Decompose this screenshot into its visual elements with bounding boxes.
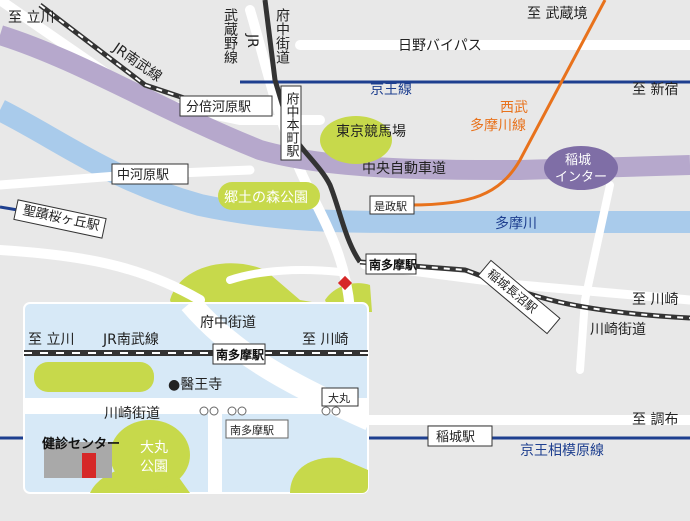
inset-kawasaki-kaido: 川崎街道 bbox=[104, 406, 160, 422]
label-jr-vertical: JR bbox=[244, 33, 260, 48]
svg-text:是政駅: 是政駅 bbox=[374, 199, 407, 213]
label-to-kawasaki-right: 至 川崎 bbox=[632, 292, 678, 308]
station-fuchu-hommachi: 府中本町駅 bbox=[280, 85, 302, 161]
inset-to-tachikawa: 至 立川 bbox=[28, 332, 74, 348]
inset-omaru-park-2: 公園 bbox=[140, 459, 168, 475]
inset-to-kawasaki: 至 川崎 bbox=[302, 332, 348, 348]
svg-text:郷土の森公園: 郷土の森公園 bbox=[224, 190, 308, 206]
inset-minamitama-small: 南多摩駅 bbox=[230, 423, 274, 437]
station-nakagawara: 中河原駅 bbox=[111, 163, 189, 185]
svg-text:インター: インター bbox=[555, 170, 607, 185]
inset-health-center: 健診センター bbox=[42, 436, 120, 452]
inset-omaru-park-1: 大丸 bbox=[140, 440, 168, 456]
svg-text:稲城駅: 稲城駅 bbox=[436, 430, 475, 445]
station-minamitama: 南多摩駅 bbox=[365, 253, 418, 275]
station-inagi: 稲城駅 bbox=[427, 425, 493, 447]
inset-omaru: 大丸 bbox=[328, 391, 350, 405]
svg-text:稲城: 稲城 bbox=[565, 153, 591, 168]
svg-text:南多摩駅: 南多摩駅 bbox=[369, 257, 418, 272]
svg-text:中河原駅: 中河原駅 bbox=[117, 168, 169, 183]
inset-minamitama-station: 南多摩駅 bbox=[216, 347, 265, 362]
svg-text:東京競馬場: 東京競馬場 bbox=[336, 124, 406, 140]
inset-map: 府中街道 至 立川 JR南武線 至 川崎 南多摩駅 ●醫王寺 大丸 川崎街道 南… bbox=[23, 302, 369, 494]
label-hino-bypass: 日野バイパス bbox=[398, 38, 482, 54]
tamagawa-river bbox=[0, 100, 690, 233]
tokyo-racecourse: 東京競馬場 bbox=[320, 116, 406, 164]
label-kawasaki-kaido-right: 川崎街道 bbox=[590, 322, 646, 338]
label-to-chofu: 至 調布 bbox=[632, 412, 678, 428]
label-to-shinjuku: 至 新宿 bbox=[632, 81, 678, 98]
label-seibu-1: 西武 bbox=[500, 100, 528, 116]
label-fuchu-kaido-top: 府中街道 bbox=[274, 8, 290, 65]
label-to-tachikawa-top: 至 立川 bbox=[8, 10, 54, 26]
svg-text:府中本町駅: 府中本町駅 bbox=[284, 92, 300, 158]
label-tamagawa-river: 多摩川 bbox=[495, 215, 537, 232]
svg-text:分倍河原駅: 分倍河原駅 bbox=[186, 100, 251, 115]
seibu-tamagawa-line-track bbox=[409, 0, 607, 207]
inagi-interchange: 稲城 インター bbox=[544, 146, 618, 190]
station-koremasa: 是政駅 bbox=[369, 195, 415, 215]
location-marker-icon bbox=[337, 275, 353, 291]
health-center-marker-icon bbox=[82, 453, 96, 478]
label-seibu-2: 多摩川線 bbox=[470, 117, 526, 134]
inset-jr-nambu: JR南武線 bbox=[102, 332, 159, 348]
label-keio-sagamihara-line: 京王相模原線 bbox=[520, 443, 604, 459]
label-musashino-line: 武蔵野線 bbox=[222, 8, 238, 64]
station-bubaigawara: 分倍河原駅 bbox=[179, 95, 273, 117]
label-to-musashisakai: 至 武蔵境 bbox=[527, 6, 587, 22]
label-keio-line: 京王線 bbox=[370, 82, 412, 98]
chuo-expressway bbox=[0, 25, 690, 181]
kyodo-no-mori-park: 郷土の森公園 bbox=[218, 182, 320, 210]
inset-fuchu-kaido: 府中街道 bbox=[200, 315, 256, 331]
label-chuo-expressway: 中央自動車道 bbox=[362, 160, 446, 177]
inset-ioji-temple: ●醫王寺 bbox=[168, 377, 222, 393]
